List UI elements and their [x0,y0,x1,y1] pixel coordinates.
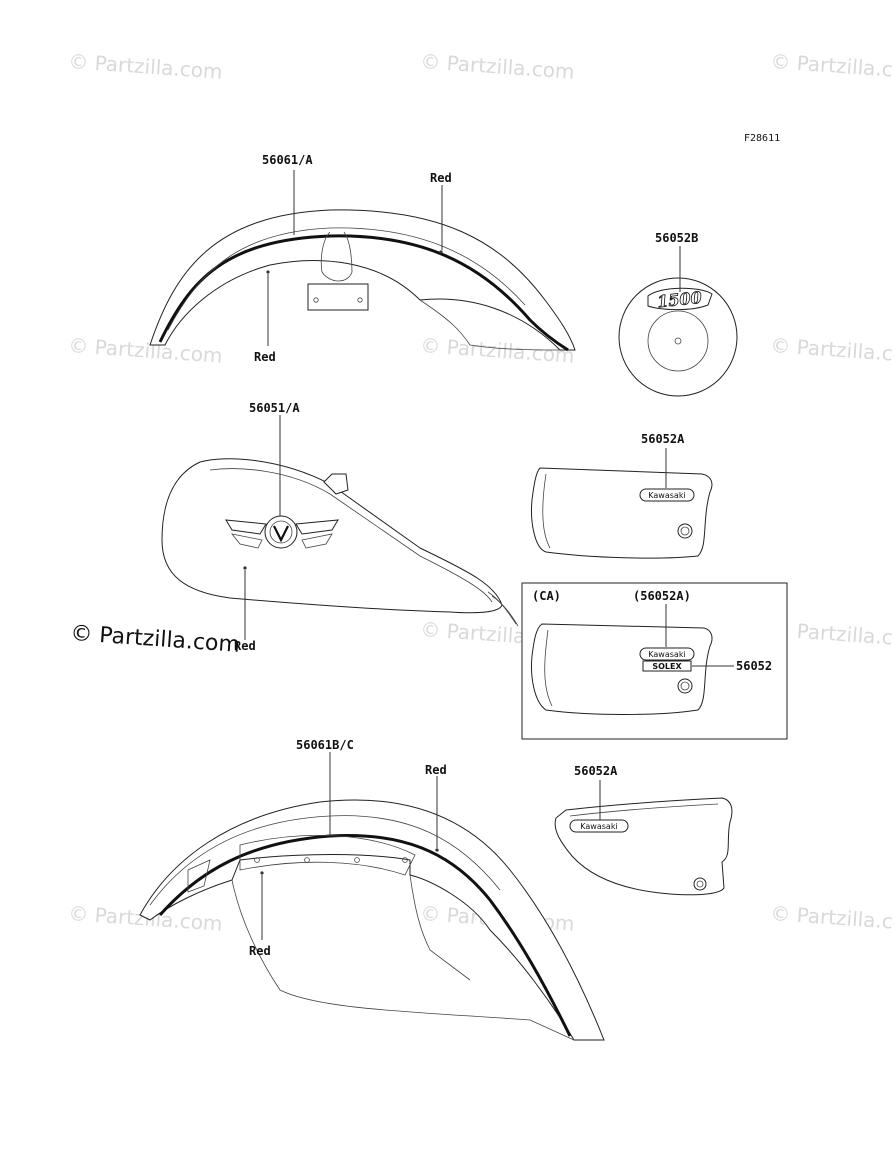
rear-fender: 56061B/C Red Red [139,738,605,1041]
kawasaki-badge-text: Kawasaki [648,650,685,659]
callout-tank-color: Red [234,639,256,653]
callout-emblem-1500: 56052B [655,231,698,245]
ca-part-label: (56052A) [633,589,691,603]
ca-variant-box: (CA) (56052A) Kawasaki SOLEX 56052 [521,582,788,740]
callout-front-fender-color: Red [254,350,276,364]
emblem-1500-text: 1500 [656,288,702,312]
callout-rear-fender: 56061B/C [296,738,354,752]
callout-side-cover: 56052A [641,432,685,446]
callout-side-cover: 56052A [574,764,618,778]
watermark: © Partzilla.com [770,333,894,368]
ca-label: (CA) [532,589,561,603]
watermark: © Partzilla.com [770,901,894,936]
callout-front-fender: 56061/A [262,153,313,167]
kawasaki-badge-text: Kawasaki [648,491,685,500]
kawasaki-badge-text: Kawasaki [580,822,617,831]
emblem-1500: 1500 56052B [618,231,738,397]
callout-ca-extra: 56052 [736,659,772,673]
front-fender: 56061/A Red Red [149,153,576,364]
callout-rear-fender-color: Red [249,944,271,958]
side-cover-upper: Kawasaki 56052A [531,432,713,559]
callout-front-fender-color: Red [430,171,452,185]
watermark: © Partzilla.com [420,49,576,84]
watermark-prominent: © Partzilla.com [70,621,241,658]
fuel-tank: 56051/A Red [161,401,519,653]
figure-id: F28611 [744,133,780,144]
watermark: © Partzilla.com [770,617,894,652]
watermark: © Partzilla.com [68,333,224,368]
ca-badge-text: SOLEX [652,662,682,671]
watermark: © Partzilla.com [770,49,894,84]
callout-tank: 56051/A [249,401,300,415]
side-cover-lower: Kawasaki 56052A [554,764,733,896]
callout-rear-fender-color: Red [425,763,447,777]
watermark: © Partzilla.com [68,49,224,84]
